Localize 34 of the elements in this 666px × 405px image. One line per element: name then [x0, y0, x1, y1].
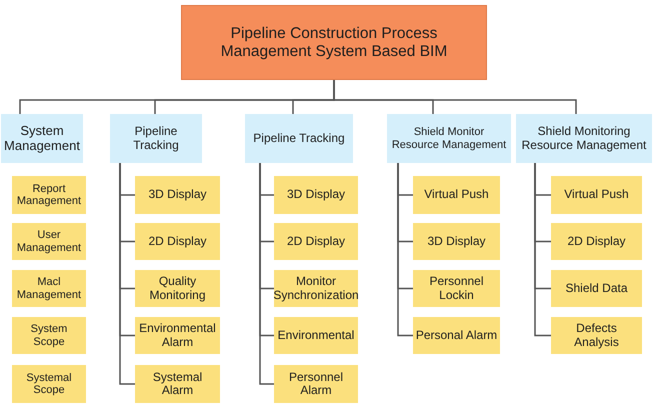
- function-box: Macl Management: [12, 270, 86, 307]
- connector-line: [397, 163, 413, 336]
- title-box: Pipeline Construction Process Management System Based BIM: [181, 5, 487, 80]
- connector-line: [119, 163, 135, 385]
- function-box: 2D Display: [274, 223, 358, 260]
- function-box: Virtual Push: [551, 176, 642, 214]
- connector-line: [534, 163, 551, 336]
- function-box: 2D Display: [551, 223, 642, 260]
- function-box: Environmental: [274, 317, 358, 354]
- function-box: 3D Display: [135, 176, 220, 214]
- function-box: Report Management: [12, 176, 86, 214]
- function-box: Environmental Alarm: [135, 317, 220, 354]
- function-box: Defects Analysis: [551, 317, 642, 354]
- function-box: Personnel Alarm: [274, 365, 358, 403]
- connector-line: [333, 80, 577, 114]
- function-box: User Management: [12, 223, 86, 260]
- function-box: Personal Alarm: [413, 317, 500, 354]
- function-box: Quality Monitoring: [135, 270, 220, 307]
- function-box: Personnel Lockin: [413, 270, 500, 307]
- category-box: Pipeline Tracking: [245, 114, 353, 163]
- function-box: Monitor Synchronization: [274, 270, 358, 307]
- function-box: 3D Display: [274, 176, 358, 214]
- function-box: 2D Display: [135, 223, 220, 260]
- category-box: Shield Monitoring Resource Management: [516, 114, 652, 163]
- category-box: Shield Monitor Resource Management: [387, 114, 511, 163]
- function-box: Shield Data: [551, 270, 642, 307]
- function-box: System Scope: [12, 317, 86, 354]
- category-box: Pipeline Tracking: [110, 114, 202, 163]
- function-box: Systemal Alarm: [135, 365, 220, 403]
- category-box: System Management: [1, 114, 83, 163]
- function-box: Systemal Scope: [12, 365, 86, 403]
- function-box: 3D Display: [413, 223, 500, 260]
- function-box: Virtual Push: [413, 176, 500, 214]
- connector-line: [259, 163, 274, 385]
